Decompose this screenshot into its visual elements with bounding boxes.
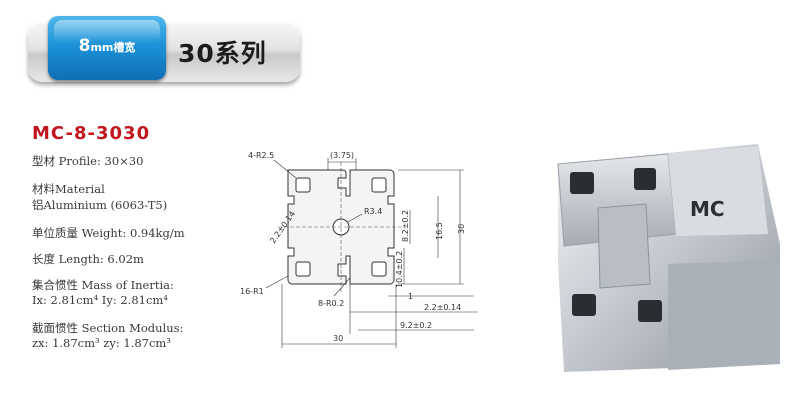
dim-corner-radius: 4-R2.5 [248,151,274,160]
dim-8-2: 8.2±0.2 [401,210,410,242]
photo-brand-mark: MC [690,197,725,221]
spec-modulus-label: 截面惯性 Section Modulus: [32,321,184,335]
profile-drawing: 4-R2.5 (3.75) R3.4 2.2±0.14 16-R1 8-R0.2… [240,151,478,348]
dim-16-5: 16.5 [435,222,444,240]
center-lines [278,162,404,294]
spec-profile: 型材 Profile: 30×30 [32,154,144,168]
slot-width-unit: mm槽宽 [90,41,136,54]
slot-width-number: 8 [78,36,91,56]
dim-30-vertical: 30 [457,224,466,234]
aluminium-profile-render [557,144,780,372]
dim-10-4: 10.4±0.2 [395,251,404,288]
profile-cutouts [295,177,387,277]
dim-1: 1 [408,292,413,301]
slot-width-tab: 8mm槽宽 [48,16,166,80]
spec-modulus: zx: 1.87cm³ zy: 1.87cm³ [32,336,171,350]
dim-2-2: 2.2±0.14 [424,303,461,312]
series-title: 30系列 [178,39,267,68]
model-number: MC-8-3030 [32,123,151,144]
spec-inertia: Ix: 2.81cm⁴ Iy: 2.81cm⁴ [32,293,168,307]
dim-inner-radius: 8-R0.2 [318,299,344,308]
spec-material: 铝Aluminium (6063-T5) [32,198,168,212]
dim-30-horizontal: 30 [333,334,343,343]
slot-width-label: 8mm槽宽 [48,36,166,56]
dim-center-radius: R3.4 [364,207,382,216]
product-photo: MC [518,124,783,376]
series-banner: 8mm槽宽 30系列 [28,16,300,84]
spec-length: 长度 Length: 6.02m [32,252,144,266]
spec-material-label: 材料Material [32,182,105,196]
dim-top-width: (3.75) [330,151,354,160]
dimension-lines [265,158,478,348]
dim-9-2: 9.2±0.2 [400,321,432,330]
spec-inertia-label: 集合惯性 Mass of Inertia: [32,278,174,292]
spec-weight: 单位质量 Weight: 0.94kg/m [32,226,185,240]
dim-side-radius: 16-R1 [240,287,264,296]
